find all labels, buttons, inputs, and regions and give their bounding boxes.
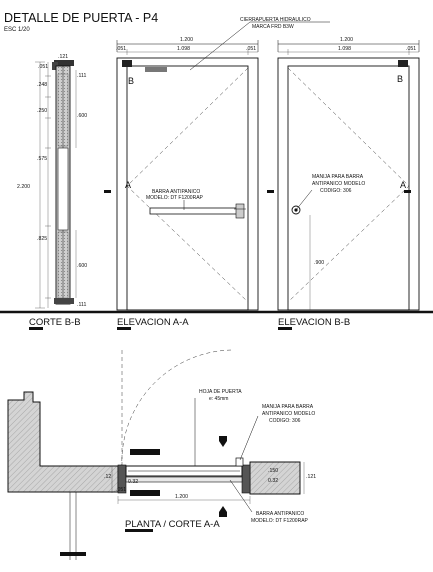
dim-bb-250: .250 — [37, 108, 47, 114]
marker-aa-right: A — [400, 180, 406, 190]
dim-bb-248: .248 — [37, 82, 47, 88]
dim-plan-051: .051 — [116, 487, 126, 493]
section-bb-drawing: .051 .121 .111 .248 .250 .600 .575 2.200… — [0, 54, 433, 314]
dim-bb-600-top: .600 — [77, 113, 87, 119]
dim-plan-150: .150 — [268, 468, 278, 474]
callout-handle-plan-3: CODIGO: 306 — [269, 418, 301, 424]
callout-closer-2: MARCA FRD B3W — [252, 24, 294, 30]
dim-plan-121: .121 — [306, 474, 316, 480]
callout-bar-elev-1: BARRA ANTIPANICO — [152, 189, 200, 195]
callout-handle-plan-2: ANTIPANICO MODELO — [262, 411, 315, 417]
dim-bb-600-bottom: .600 — [77, 263, 87, 269]
dim-aa-1098: 1.098 — [177, 46, 190, 52]
callout-bar-plan-2: MODELO: DT F1200RAP — [251, 518, 309, 524]
dim-bb-575: .575 — [37, 156, 47, 162]
dim-bb-111-top: .111 — [77, 73, 86, 79]
dim-plan-032-right: 0.32 — [268, 478, 278, 484]
dim-aa-051-left: .051 — [116, 46, 126, 52]
dim-plan-032-left: 0.32 — [128, 479, 138, 485]
dim-bb-900: .900 — [314, 260, 324, 266]
callout-bar-plan-1: BARRA ANTIPANICO — [256, 511, 304, 517]
callout-handle-elev-1: MANIJA PARA BARRA — [312, 174, 364, 180]
marker-bb-left: B — [128, 76, 134, 86]
callout-leaf-2: e: 45mm — [209, 396, 228, 402]
callout-bar-elev-2: MODELO: DT F1200RAP — [146, 195, 204, 201]
dim-bb-1098: 1.098 — [338, 46, 351, 52]
callout-closer-1: CIERRAPUERTA HIDRAULICO — [240, 17, 311, 23]
dim-aa-051-right: .051 — [246, 46, 256, 52]
dim-bb-2200: 2.200 — [17, 184, 30, 190]
dim-plan-12: .12 — [104, 474, 111, 480]
callout-handle-elev-3: CODIGO: 306 — [320, 188, 352, 194]
elevation-aa-drawing: 1.200 .051 1.098 .051 A B CIERRAPUERTA H… — [104, 17, 330, 311]
elevation-bb-drawing: 1.200 1.098 .051 .900 A B MANIJA PARA BA… — [277, 37, 420, 311]
section-label-elevacion-aa: ELEVACION A-A — [117, 317, 189, 328]
dim-bb-825: .825 — [37, 236, 47, 242]
drawing-scale: ESC 1/20 — [4, 27, 30, 33]
callout-handle-elev-2: ANTIPANICO MODELO — [312, 181, 365, 187]
dim-bb-1200: 1.200 — [340, 37, 353, 43]
dim-plan-1200: 1.200 — [175, 494, 188, 500]
section-label-planta: PLANTA / CORTE A-A — [125, 519, 220, 530]
section-label-elevacion-bb: ELEVACION B-B — [278, 317, 350, 328]
plan-section-drawing: 1.200 .121 .12 0.32 .051 .150 0.32 HOJA … — [7, 349, 316, 560]
marker-bb-right: B — [397, 74, 403, 84]
section-label-corte-bb: CORTE B-B — [29, 317, 81, 328]
callout-handle-plan-1: MANIJA PARA BARRA — [262, 404, 314, 410]
dim-bb-051-right: .051 — [406, 46, 416, 52]
marker-aa-left: A — [125, 180, 131, 190]
dim-bb-051: .051 — [38, 64, 48, 70]
callout-leaf-1: HOJA DE PUERTA — [199, 389, 242, 395]
dim-bb-121: .121 — [58, 54, 68, 60]
dim-aa-1200: 1.200 — [180, 37, 193, 43]
drawing-title: DETALLE DE PUERTA - P4 — [4, 11, 158, 25]
dim-bb-111-bottom: .111 — [77, 302, 86, 308]
